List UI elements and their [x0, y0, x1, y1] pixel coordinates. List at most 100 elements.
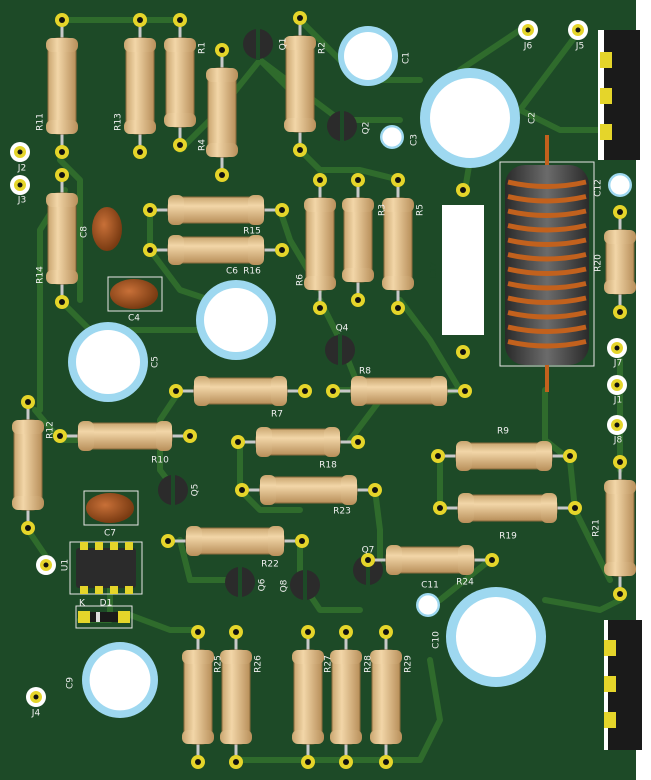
pad — [169, 384, 183, 398]
pad — [301, 755, 315, 769]
resistor-r20[interactable] — [604, 212, 636, 312]
resistor-r16[interactable] — [150, 235, 282, 265]
testpoint-j7[interactable] — [607, 338, 627, 358]
label-q6: Q6 — [258, 578, 268, 591]
pad — [55, 168, 69, 182]
testpoint-j4[interactable] — [26, 687, 46, 707]
label-r19: R19 — [499, 532, 517, 542]
resistor-r25[interactable] — [182, 632, 214, 762]
resistor-r11[interactable] — [46, 20, 78, 152]
resistor-r10[interactable] — [60, 421, 190, 451]
label-r22: R22 — [261, 560, 279, 570]
resistor-r12[interactable] — [12, 402, 44, 528]
resistor-r3[interactable] — [342, 180, 374, 300]
label-r23: R23 — [333, 507, 351, 517]
transistor-q6[interactable] — [225, 566, 255, 598]
testpoint-j8[interactable] — [607, 415, 627, 435]
pad — [351, 435, 365, 449]
resistor-r8[interactable] — [333, 376, 465, 406]
label-j7: J7 — [613, 359, 622, 369]
resistor-r18[interactable] — [238, 427, 358, 457]
testpoint-j3[interactable] — [10, 175, 30, 195]
resistor-r5[interactable] — [382, 180, 414, 308]
resistor-r19[interactable] — [440, 493, 575, 523]
capacitor-c11[interactable] — [416, 593, 440, 617]
transistor-q1[interactable] — [243, 28, 273, 60]
label-c2: C2 — [528, 112, 538, 124]
pad — [55, 13, 69, 27]
capacitor-c4[interactable] — [110, 279, 158, 309]
pad — [613, 305, 627, 319]
pad — [53, 429, 67, 443]
label-u1: U1 — [61, 559, 71, 571]
resistor-r13[interactable] — [124, 20, 156, 152]
resistor-r27[interactable] — [292, 632, 324, 762]
pad — [133, 13, 147, 27]
label-c8: C8 — [80, 226, 90, 238]
resistor-r21[interactable] — [604, 462, 636, 594]
inductor-l17[interactable] — [442, 205, 484, 335]
testpoint-j6[interactable] — [518, 20, 538, 40]
capacitor-c12[interactable] — [608, 173, 632, 197]
transistor-q8[interactable] — [290, 569, 320, 601]
pad — [295, 534, 309, 548]
label-j5: J5 — [575, 42, 584, 52]
board-edge — [636, 0, 651, 780]
resistor-r15[interactable] — [150, 195, 282, 225]
pad — [55, 295, 69, 309]
transistor-q5[interactable] — [158, 474, 188, 506]
resistor-r24[interactable] — [368, 545, 492, 575]
resistor-r4[interactable] — [206, 50, 238, 175]
capacitor-c7[interactable] — [86, 493, 134, 523]
capacitor-c?a[interactable] — [196, 280, 276, 360]
pad — [215, 168, 229, 182]
resistor-r6[interactable] — [304, 180, 336, 308]
testpoint-j?[interactable] — [36, 555, 56, 575]
resistor-r7[interactable] — [176, 376, 305, 406]
capacitor-c10[interactable] — [446, 587, 546, 687]
label-c10: C10 — [432, 631, 442, 649]
label-j1: J1 — [613, 396, 622, 406]
testpoint-j2[interactable] — [10, 142, 30, 162]
pad — [55, 145, 69, 159]
resistor-r26[interactable] — [220, 632, 252, 762]
capacitor-c2[interactable] — [420, 68, 520, 168]
capacitor-c5[interactable] — [68, 322, 148, 402]
capacitor-c8[interactable] — [92, 207, 122, 251]
label-r14: R14 — [36, 266, 46, 284]
capacitor-c9[interactable] — [82, 642, 158, 718]
capacitor-c3[interactable] — [380, 125, 404, 149]
resistor-r23[interactable] — [242, 475, 375, 505]
label-r1: R1 — [198, 42, 208, 54]
label-r18: R18 — [319, 461, 337, 471]
diode-d1[interactable] — [75, 605, 133, 629]
label-r5: R5 — [416, 204, 426, 216]
pad — [339, 625, 353, 639]
testpoint-j5[interactable] — [568, 20, 588, 40]
label-j4: J4 — [31, 709, 41, 719]
pad — [326, 384, 340, 398]
label-r21: R21 — [592, 519, 602, 537]
label-r15: R15 — [243, 227, 261, 237]
resistor-r2[interactable] — [284, 18, 316, 150]
resistor-r28[interactable] — [330, 632, 362, 762]
transistor-q7[interactable] — [353, 554, 383, 586]
pad — [351, 173, 365, 187]
inductor-coil[interactable] — [499, 135, 595, 392]
transistor-q2[interactable] — [327, 110, 357, 142]
connector-header-top — [598, 30, 642, 160]
pad — [229, 755, 243, 769]
ic-u1[interactable] — [69, 541, 143, 595]
transistor-q4[interactable] — [325, 334, 355, 366]
resistor-r9[interactable] — [438, 441, 570, 471]
pad — [173, 13, 187, 27]
label-l17: L17 — [430, 262, 440, 278]
pad — [456, 345, 470, 359]
resistor-r14[interactable] — [46, 175, 78, 302]
resistor-r29[interactable] — [370, 632, 402, 762]
capacitor-c1[interactable] — [338, 26, 398, 86]
resistor-r22[interactable] — [168, 526, 302, 556]
testpoint-j1[interactable] — [607, 375, 627, 395]
label-c11: C11 — [421, 581, 439, 591]
resistor-r1[interactable] — [164, 20, 196, 145]
